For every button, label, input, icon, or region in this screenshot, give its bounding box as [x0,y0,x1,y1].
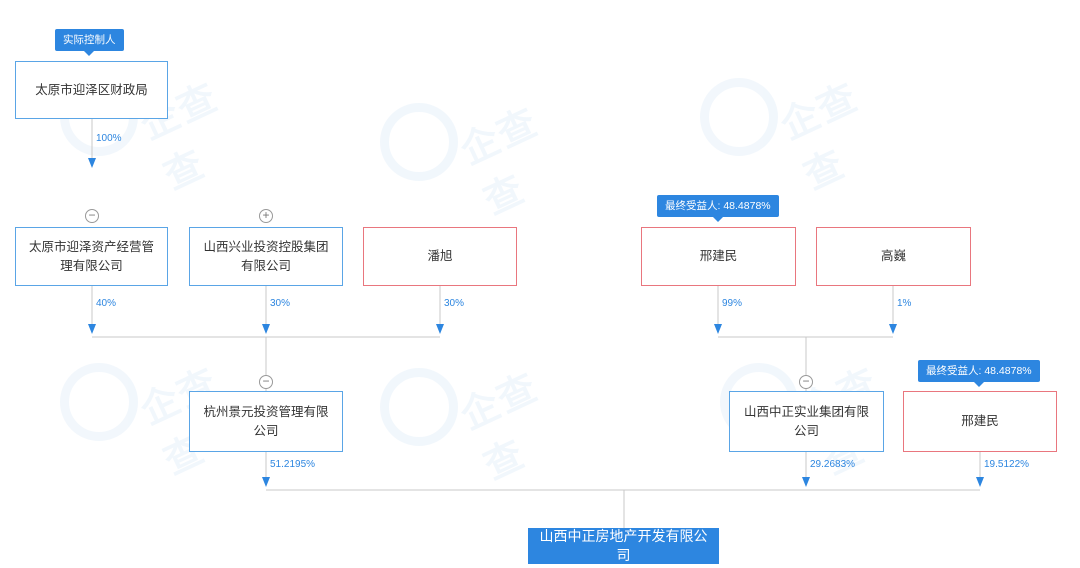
collapse-icon[interactable]: − [259,375,273,389]
share-percent: 30% [444,298,465,309]
ubo-badge: 最终受益人: 48.4878% [657,195,779,222]
expand-icon[interactable]: + [259,209,273,223]
arrow-icon [262,477,270,487]
share-percent: 29.2683% [810,459,856,470]
node-taiyuan-asset-company[interactable]: 太原市迎泽资产经营管理有限公司 [15,227,168,286]
node-person-xing-jianmin-2[interactable]: 邢建民 [903,391,1057,452]
share-percent: 19.5122% [984,459,1030,470]
arrow-icon [262,324,270,334]
node-person-pan-xu[interactable]: 潘旭 [363,227,517,286]
arrow-icon [889,324,897,334]
node-shanxi-zhongzheng-group[interactable]: 山西中正实业集团有限公司 [729,391,884,452]
collapse-icon[interactable]: − [799,375,813,389]
share-percent: 99% [722,298,743,309]
share-percent: 30% [270,298,291,309]
arrow-icon [976,477,984,487]
node-shanxi-xingye-group[interactable]: 山西兴业投资控股集团有限公司 [189,227,343,286]
node-person-gao-wei[interactable]: 高巍 [816,227,971,286]
share-percent: 40% [96,298,117,309]
arrow-icon [436,324,444,334]
actual-controller-badge: 实际控制人 [55,29,124,56]
node-target-company[interactable]: 山西中正房地产开发有限公司 [528,528,719,564]
arrow-icon [802,477,810,487]
arrow-icon [88,158,96,168]
ubo-badge: 最终受益人: 48.4878% [918,360,1040,387]
share-percent: 51.2195% [270,459,316,470]
share-percent: 100% [96,133,122,144]
node-person-xing-jianmin[interactable]: 邢建民 [641,227,796,286]
arrow-icon [714,324,722,334]
node-hangzhou-jingyuan[interactable]: 杭州景元投资管理有限公司 [189,391,343,452]
arrow-icon [88,324,96,334]
node-taiyuan-finance-bureau[interactable]: 太原市迎泽区财政局 [15,61,168,119]
collapse-icon[interactable]: − [85,209,99,223]
share-percent: 1% [897,298,912,309]
